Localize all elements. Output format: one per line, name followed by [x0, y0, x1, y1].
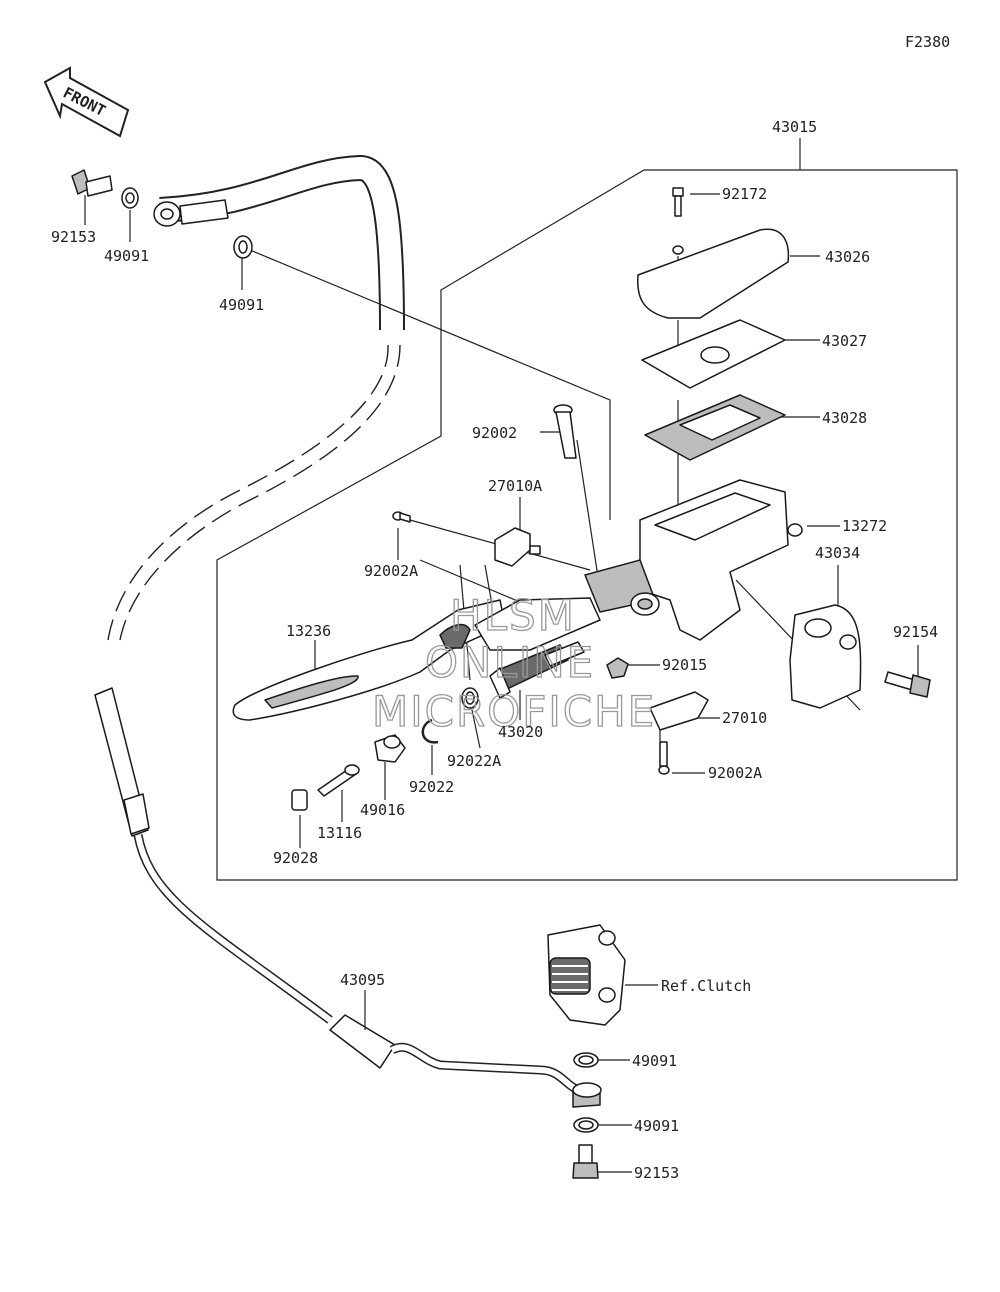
nut-92015 [606, 657, 629, 679]
pivot-bolt [553, 404, 577, 459]
label-49091-a: 49091 [104, 247, 149, 265]
diaphragm [644, 394, 786, 461]
figure-code: F2380 [905, 33, 950, 51]
reservoir-cap [637, 228, 790, 319]
screw-top [392, 511, 411, 523]
reservoir-cap-screw [672, 187, 684, 217]
watermark: HLSM ONLINE MICROFICHE [371, 590, 656, 736]
washer-top-a [121, 187, 139, 209]
clutch-hose [94, 154, 580, 1095]
cap-92028 [291, 789, 308, 811]
handlebar-clamp [789, 604, 862, 709]
switch-27010 [649, 691, 709, 731]
clutch-lever [232, 597, 601, 721]
label-43095: 43095 [340, 971, 385, 989]
label-43026: 43026 [825, 248, 870, 266]
oring-92022A [461, 687, 479, 709]
label-92172: 92172 [722, 185, 767, 203]
label-92015: 92015 [662, 656, 707, 674]
banjo-fitting [572, 1082, 602, 1108]
label-49091-c: 49091 [632, 1052, 677, 1070]
watermark-line-1: HLSM [450, 591, 576, 640]
label-92022: 92022 [409, 778, 454, 796]
watermark-line-2: ONLINE [425, 638, 595, 687]
slave-cylinder [547, 924, 626, 1026]
boot-49016 [374, 734, 406, 763]
label-92153-top: 92153 [51, 228, 96, 246]
label-43034: 43034 [815, 544, 860, 562]
label-27010: 27010 [722, 709, 767, 727]
front-arrow-icon: FRONT [43, 66, 130, 138]
reservoir-plate [641, 319, 786, 389]
switch-27010A [494, 527, 541, 567]
circlip-92022 [421, 718, 439, 744]
washer-top-b [233, 235, 253, 259]
label-92154: 92154 [893, 623, 938, 641]
banjo-bolt-bottom [572, 1144, 599, 1179]
label-92002: 92002 [472, 424, 517, 442]
piston-assembly [489, 641, 585, 699]
banjo-bolt-top [71, 169, 113, 197]
label-92002A-bottom: 92002A [708, 764, 762, 782]
label-49091-d: 49091 [634, 1117, 679, 1135]
label-92028: 92028 [273, 849, 318, 867]
washer-bottom-b [573, 1117, 599, 1133]
assembly-frame [216, 138, 958, 881]
label-49091-b: 49091 [219, 296, 264, 314]
label-49016: 49016 [360, 801, 405, 819]
bleeder-cap [787, 523, 803, 537]
label-43015: 43015 [772, 118, 817, 136]
clamp-bolt [884, 671, 931, 698]
label-92153-bottom: 92153 [634, 1164, 679, 1182]
watermark-line-3: MICROFICHE [372, 687, 656, 736]
label-43027: 43027 [822, 332, 867, 350]
label-13116: 13116 [317, 824, 362, 842]
label-27010A: 27010A [488, 477, 542, 495]
screw-bottom [658, 741, 670, 775]
master-cylinder-body [584, 479, 789, 641]
label-13272: 13272 [842, 517, 887, 535]
label-13236: 13236 [286, 622, 331, 640]
part-labels: 43015 92172 43026 43027 43028 92002 2701… [51, 118, 938, 1182]
washer-bottom-a [573, 1052, 599, 1068]
label-92002A-top: 92002A [364, 562, 418, 580]
label-ref-clutch: Ref.Clutch [661, 977, 751, 995]
label-92022A: 92022A [447, 752, 501, 770]
label-43020: 43020 [498, 723, 543, 741]
label-43028: 43028 [822, 409, 867, 427]
push-rod [317, 764, 360, 797]
